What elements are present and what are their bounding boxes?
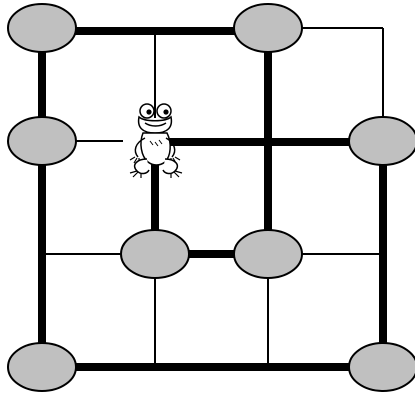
frog-right-pupil xyxy=(163,109,168,114)
lily-pads xyxy=(8,4,415,391)
pad-lower-center-right xyxy=(234,230,302,278)
frog-left-pupil xyxy=(146,109,151,114)
outer-frame-left xyxy=(42,31,383,367)
pad-bottom-right xyxy=(349,343,415,391)
frog-head xyxy=(139,117,172,133)
pad-mid-right xyxy=(349,117,415,165)
pad-top-left xyxy=(8,4,76,52)
pad-lower-center-left xyxy=(121,230,189,278)
pad-top-right xyxy=(234,4,302,52)
pad-bottom-left xyxy=(8,343,76,391)
thin-lines xyxy=(42,28,383,367)
thick-frames xyxy=(42,31,383,367)
pad-mid-left xyxy=(8,117,76,165)
